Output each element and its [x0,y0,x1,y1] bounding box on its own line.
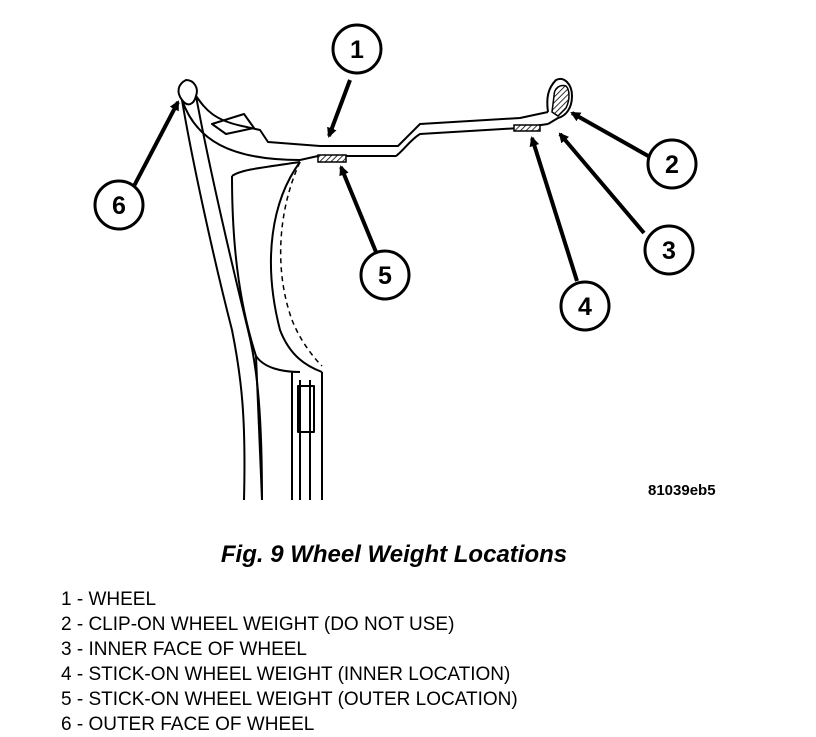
legend-list: 1 - WHEEL 2 - CLIP-ON WHEEL WEIGHT (DO N… [61,587,518,737]
legend-item-stick-on-inner: 4 - STICK-ON WHEEL WEIGHT (INNER LOCATIO… [61,664,511,685]
hidden-edge [279,161,323,367]
leader-arrow-2 [570,111,651,159]
leader-arrow-5 [339,165,378,253]
leader-arrow-1 [327,79,352,138]
wheel-outline [177,78,573,501]
legend-item-inner-face: 3 - INNER FACE OF WHEEL [61,639,307,660]
leader-arrow-4 [529,136,579,282]
callout-2-number: 2 [665,151,679,179]
callout-3-circle [643,224,695,276]
clip-on-weight [551,84,570,117]
stick-on-weight-inner [513,124,541,132]
callout-5-circle [359,249,411,301]
leader-arrow-3 [558,132,646,235]
callout-3-number: 3 [662,237,676,265]
callout-4-circle [559,280,611,332]
legend-item-stick-on-outer: 5 - STICK-ON WHEEL WEIGHT (OUTER LOCATIO… [61,689,518,710]
legend-item-outer-face: 6 - OUTER FACE OF WHEEL [61,714,315,735]
figure-code: 81039eb5 [648,482,716,499]
callout-2-circle [646,138,698,190]
legend-item-wheel: 1 - WHEEL [61,589,157,610]
callout-1-number: 1 [350,36,364,64]
callout-4-number: 4 [578,293,592,321]
callout-6-circle [93,179,145,231]
callout-5-number: 5 [378,262,392,290]
leader-arrow-6 [132,100,180,187]
figure-caption: Fig. 9 Wheel Weight Locations [220,541,568,568]
callout-1-circle [331,23,383,75]
stick-on-weight-outer [317,154,347,163]
wheel-cross-section-diagram: 1 2 3 4 5 6 [93,23,698,501]
callout-6-number: 6 [112,192,126,220]
legend-item-clip-on-weight: 2 - CLIP-ON WHEEL WEIGHT (DO NOT USE) [61,614,455,635]
